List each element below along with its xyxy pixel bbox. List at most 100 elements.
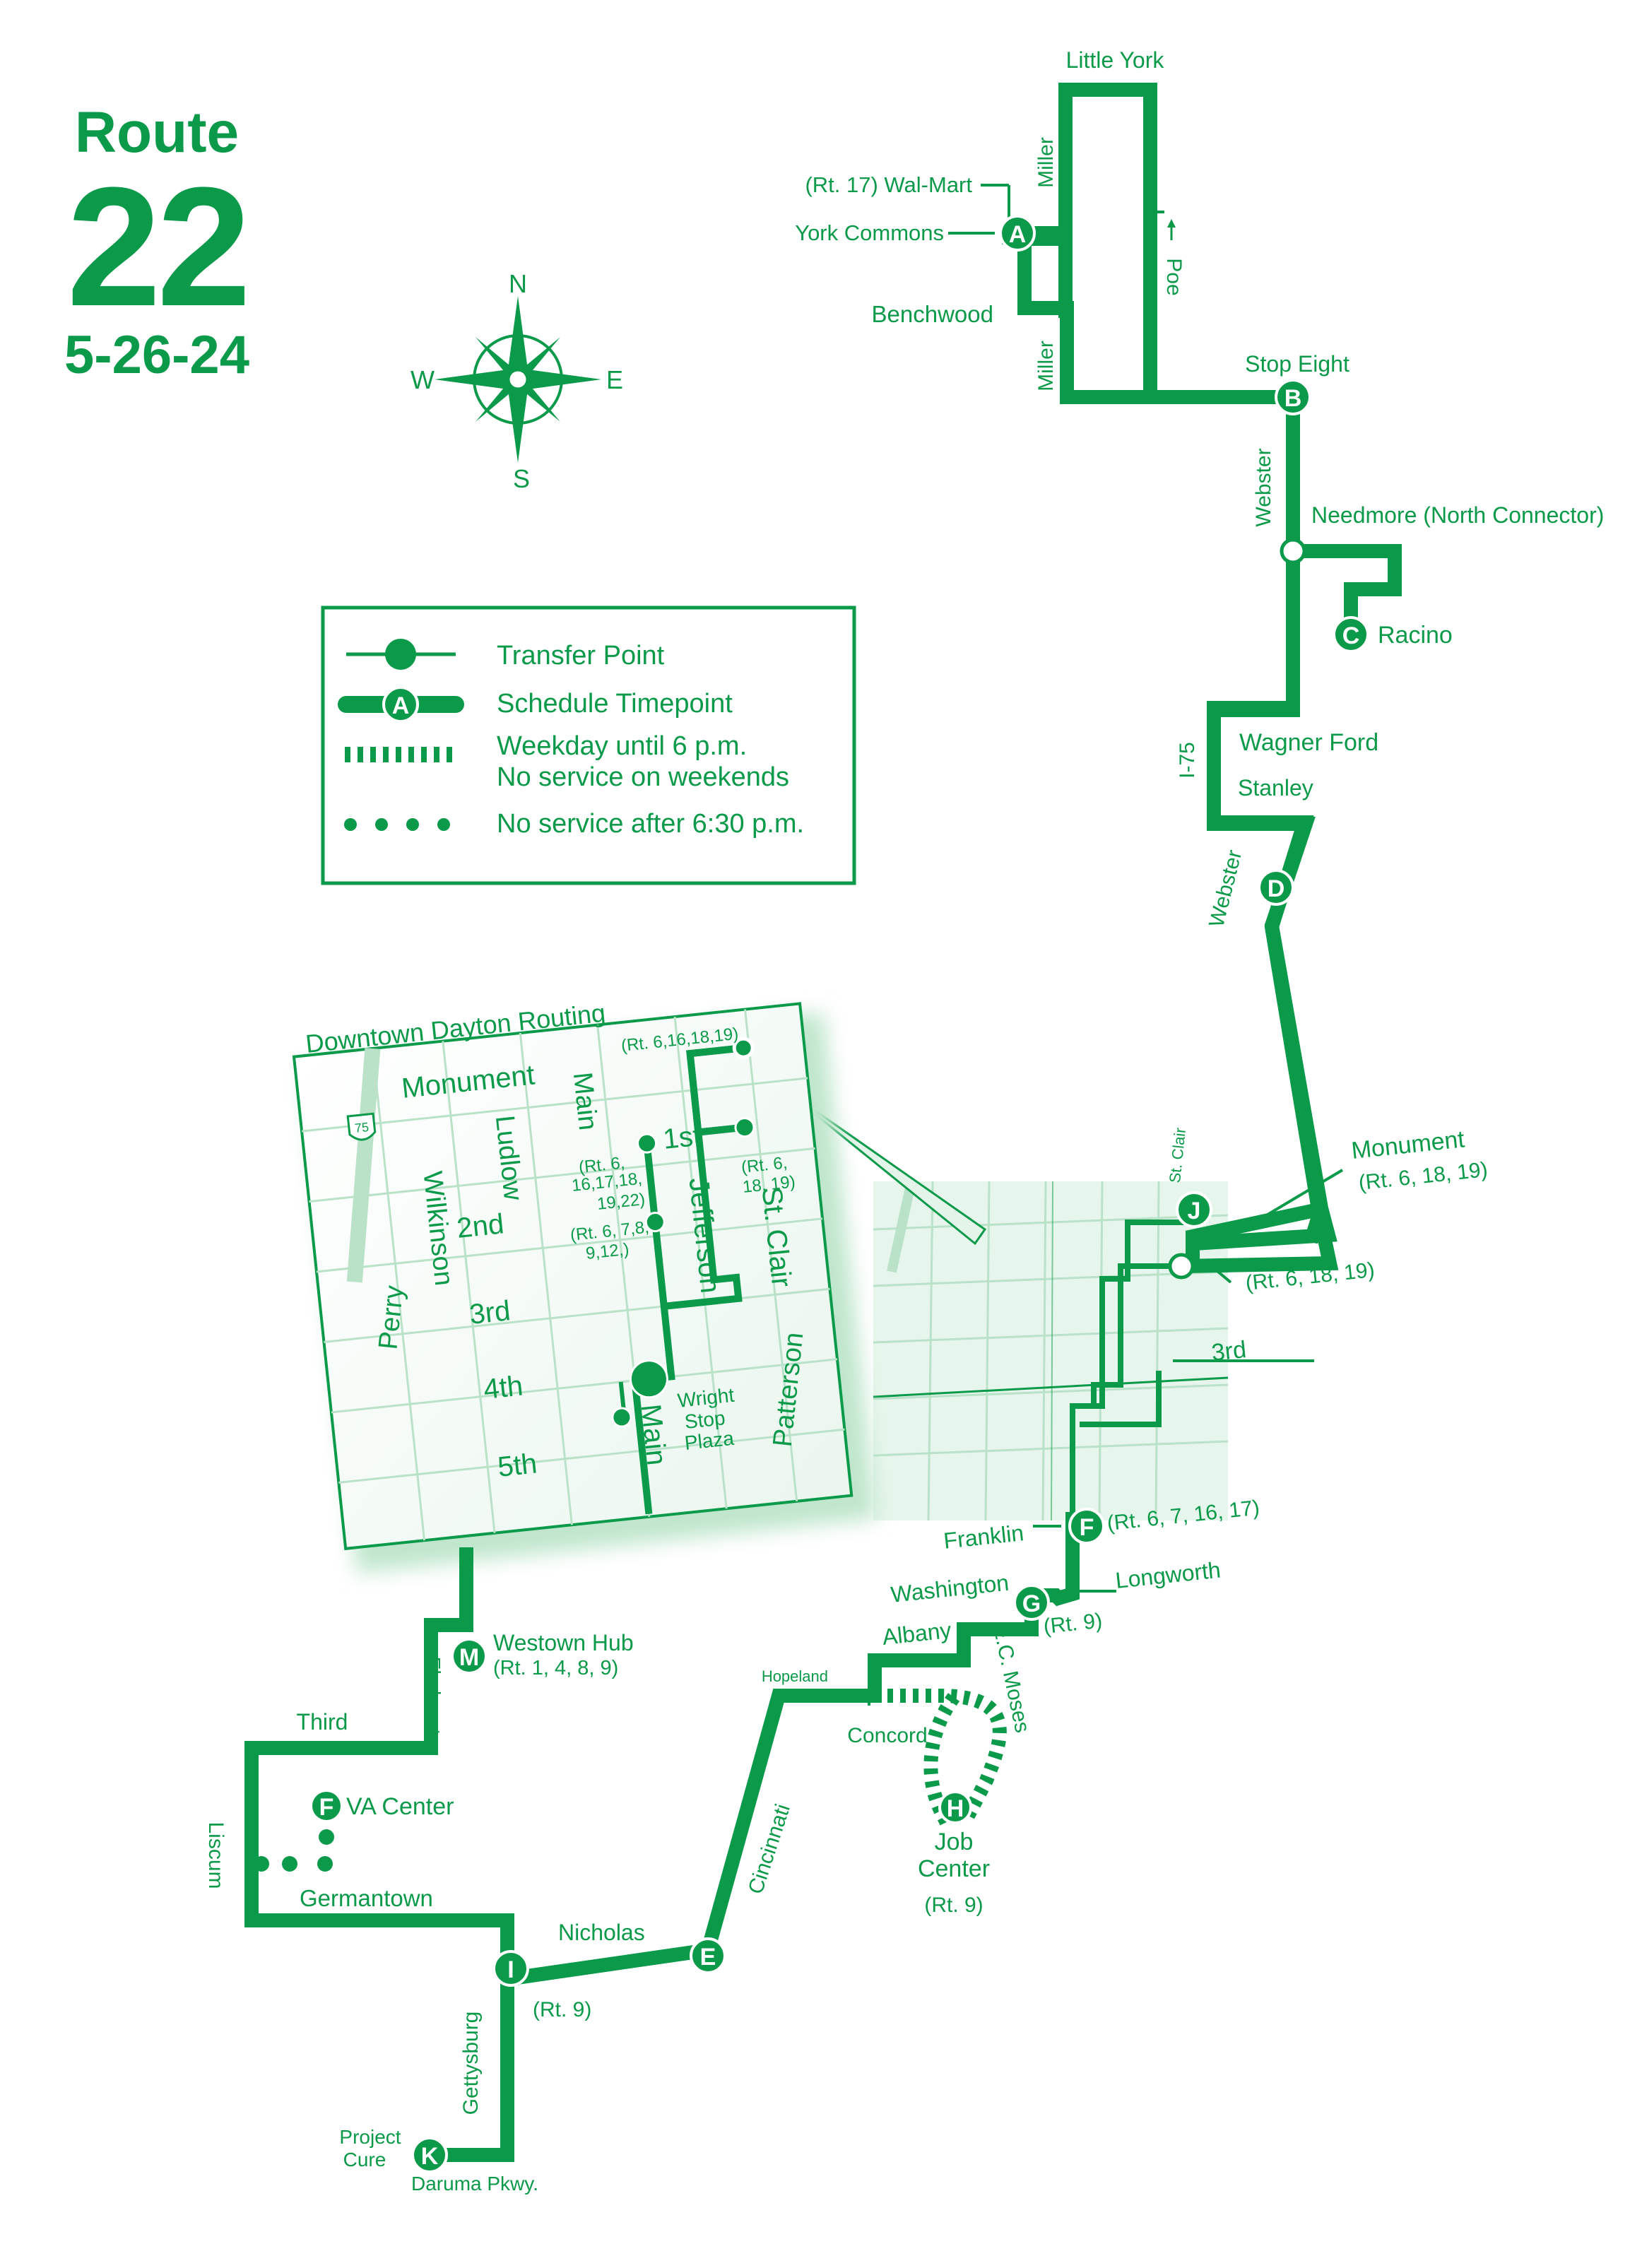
- label-liscum: Liscum: [204, 1821, 228, 1889]
- label-washington: Washington: [890, 1570, 1010, 1607]
- poe-arrow-icon: [1167, 219, 1176, 240]
- label-franklin: Franklin: [943, 1520, 1025, 1554]
- label-walmart: (Rt. 17) Wal-Mart: [805, 172, 972, 197]
- label-daruma: Daruma Pkwy.: [411, 2173, 538, 2195]
- compass-west: W: [410, 365, 435, 394]
- inset-perry: Perry: [373, 1284, 409, 1351]
- svg-text:C: C: [1342, 622, 1360, 649]
- svg-text:K: K: [421, 2143, 439, 2170]
- route-number: 22: [67, 152, 247, 341]
- label-little-york: Little York: [1066, 47, 1165, 73]
- timepoint-f: F: [1068, 1508, 1105, 1545]
- legend-transfer-label: Transfer Point: [497, 641, 665, 671]
- svg-text:D: D: [1268, 875, 1285, 902]
- inset-stop: Stop: [683, 1407, 726, 1433]
- compass-south: S: [513, 464, 530, 493]
- label-job: Job: [935, 1829, 974, 1855]
- label-cure: Cure: [343, 2149, 386, 2170]
- timepoint-j: J: [1176, 1191, 1212, 1228]
- legend-timepoint-letter: A: [392, 692, 410, 719]
- label-rt9-h: (Rt. 9): [924, 1894, 983, 1917]
- downtown-area: [873, 1180, 1229, 1521]
- inset-rt678-b: 9,12,): [585, 1240, 630, 1263]
- compass-north: N: [509, 269, 527, 298]
- label-nicholas: Nicholas: [558, 1920, 645, 1945]
- label-webster-north: Webster: [1252, 448, 1275, 526]
- timepoint-h: H: [938, 1790, 972, 1824]
- street-labels: Little York (Rt. 17) Wal-Mart York Commo…: [204, 47, 1604, 2195]
- label-monument-routes: (Rt. 6, 18, 19): [1357, 1158, 1489, 1195]
- route-date: 5-26-24: [64, 325, 249, 385]
- inset-first: 1st: [661, 1121, 702, 1155]
- svg-text:M: M: [459, 1644, 479, 1671]
- legend-weekday-line1: Weekday until 6 p.m.: [497, 731, 747, 761]
- label-longworth: Longworth: [1114, 1557, 1222, 1593]
- inset-frame: [292, 1002, 854, 1551]
- inset-fifth: 5th: [496, 1448, 538, 1483]
- label-westown-routes: (Rt. 1, 4, 8, 9): [493, 1657, 618, 1679]
- legend-no-service-label: No service after 6:30 p.m.: [497, 809, 804, 839]
- inset-i75: 75: [354, 1120, 370, 1135]
- timepoint-g: G: [1013, 1584, 1050, 1621]
- svg-text:H: H: [947, 1795, 964, 1822]
- label-project: Project: [339, 2126, 401, 2148]
- legend-weekday-line2: No service on weekends: [497, 762, 789, 792]
- timepoint-e: E: [690, 1937, 726, 1974]
- label-rt9-i: (Rt. 9): [533, 1998, 591, 2021]
- legend-transfer-symbol: [346, 639, 456, 670]
- interstate-shield-icon: 75: [346, 1112, 377, 1141]
- svg-text:F: F: [1080, 1514, 1094, 1541]
- timepoint-a: A: [999, 215, 1036, 252]
- label-albany: Albany: [881, 1617, 952, 1650]
- label-rt9-g: (Rt. 9): [1042, 1609, 1103, 1638]
- label-center: Center: [918, 1855, 990, 1882]
- label-racino: Racino: [1378, 622, 1453, 649]
- label-leaders: [868, 184, 1344, 1706]
- route-line: [244, 83, 1402, 2162]
- label-i75: I-75: [1176, 742, 1199, 779]
- legend-timepoint-label: Schedule Timepoint: [497, 689, 733, 719]
- label-hopeland: Hopeland: [762, 1667, 828, 1685]
- legend: Transfer Point A Schedule Timepoint Week…: [321, 606, 856, 885]
- label-york-commons: York Commons: [795, 220, 944, 245]
- label-webster-south: Webster: [1205, 848, 1246, 930]
- svg-text:A: A: [1009, 221, 1027, 248]
- label-stanley: Stanley: [1238, 775, 1313, 801]
- compass-east: E: [606, 365, 623, 394]
- label-needmore: Needmore (North Connector): [1311, 502, 1604, 528]
- legend-timepoint-symbol: A: [338, 686, 464, 723]
- inset-fourth: 4th: [482, 1370, 524, 1405]
- label-westown-hub: Westown Hub: [493, 1630, 634, 1655]
- timepoint-k: K: [411, 2137, 448, 2173]
- svg-text:I: I: [507, 1956, 514, 1983]
- svg-text:B: B: [1284, 385, 1302, 412]
- label-benchwood: Benchwood: [872, 301, 993, 327]
- label-miller-north: Miller: [1034, 137, 1058, 188]
- inset-second: 2nd: [455, 1208, 505, 1244]
- route-header: Route 22 5-26-24: [64, 100, 251, 385]
- label-third: Third: [297, 1709, 348, 1735]
- inset-plaza: Plaza: [683, 1427, 735, 1454]
- label-st-clair-small: St. Clair: [1166, 1127, 1189, 1183]
- label-elmhurst: Elmhurst: [423, 1657, 444, 1735]
- label-concord: Concord: [847, 1724, 927, 1747]
- label-gettysburg: Gettysburg: [459, 2012, 483, 2115]
- label-germantown: Germantown: [300, 1885, 433, 1911]
- label-wagner-ford: Wagner Ford: [1239, 729, 1378, 756]
- label-stop-eight: Stop Eight: [1245, 351, 1349, 377]
- label-monument: Monument: [1350, 1126, 1466, 1164]
- timepoint-b: B: [1275, 379, 1311, 415]
- timepoint-m: M: [451, 1638, 488, 1675]
- downtown-inset: Downtown Dayton Routing (Rt. 6,16,18,19)…: [292, 998, 877, 1573]
- label-poe: Poe: [1162, 258, 1186, 295]
- timepoint-d: D: [1258, 869, 1294, 906]
- inset-main-top: Main: [567, 1071, 603, 1132]
- downtown-transfer-point: [1168, 1253, 1195, 1280]
- label-va-center: VA Center: [346, 1793, 454, 1820]
- svg-text:J: J: [1188, 1198, 1201, 1224]
- route-word: Route: [75, 100, 239, 165]
- timepoint-c: C: [1333, 616, 1369, 653]
- label-miller-south: Miller: [1034, 341, 1058, 391]
- compass-rose-icon: [435, 296, 601, 463]
- inset-main-bottom: Main: [635, 1402, 673, 1467]
